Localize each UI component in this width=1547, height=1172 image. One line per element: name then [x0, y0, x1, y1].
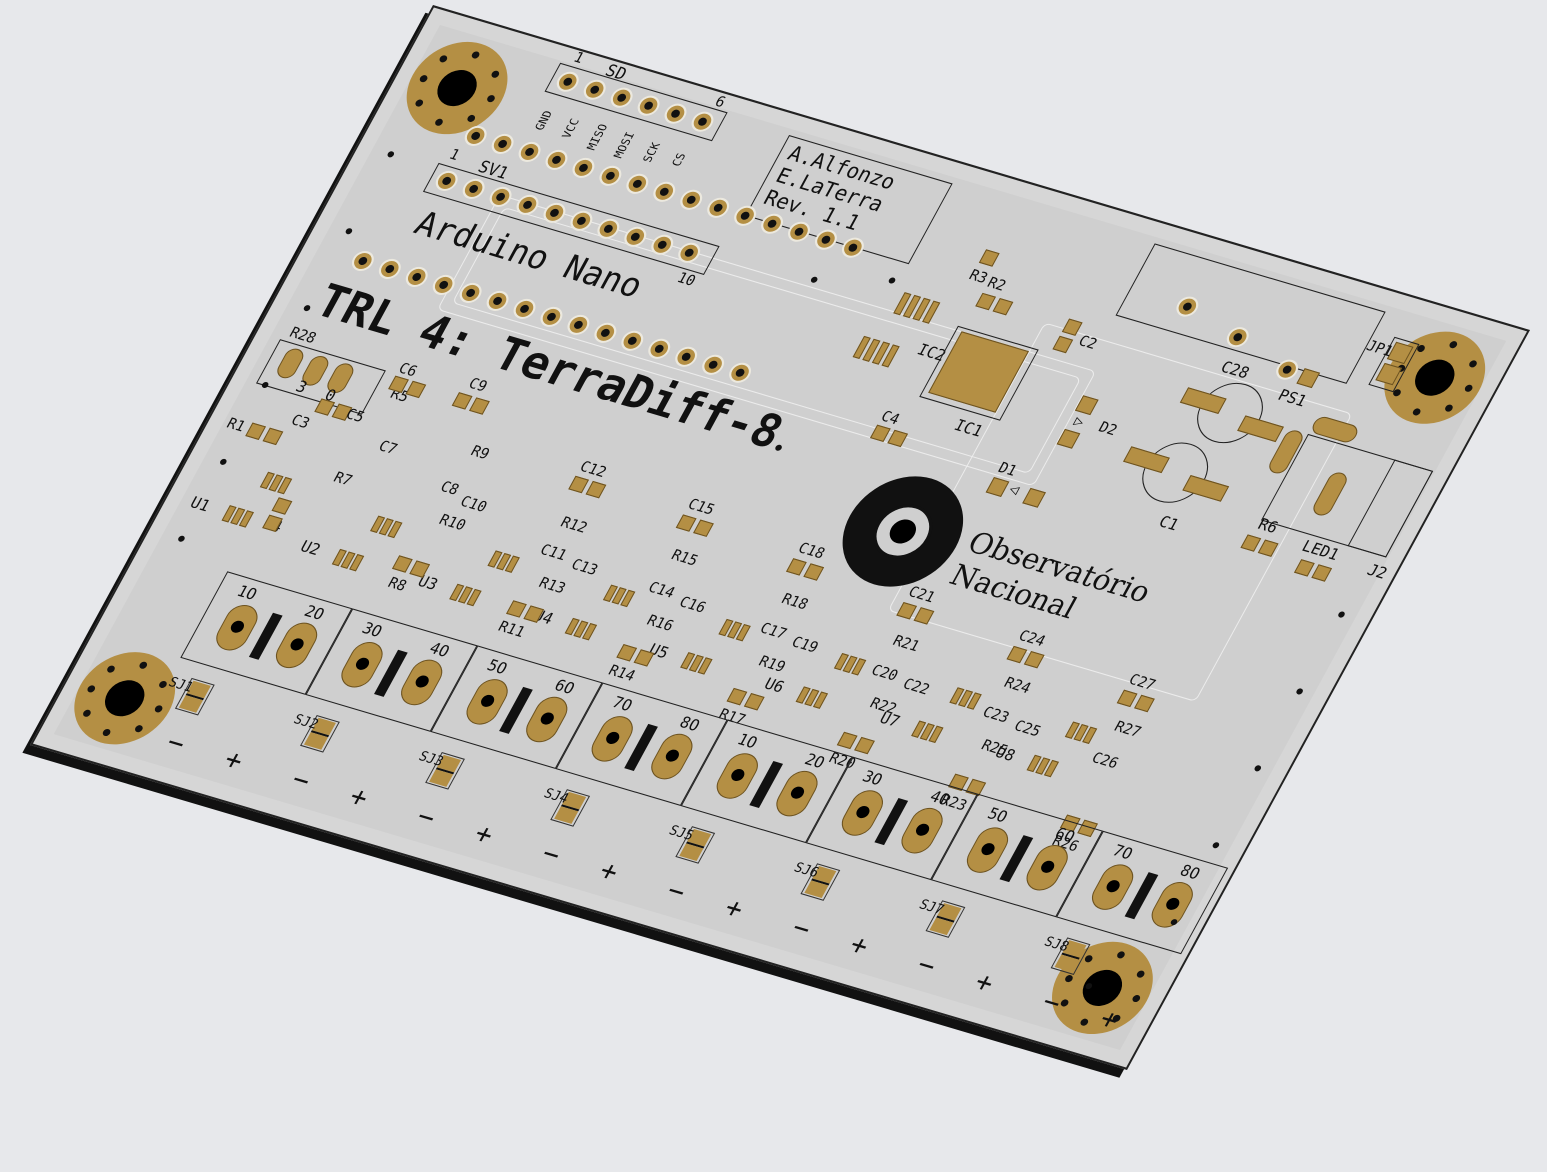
pcb-board: 1 SD 6 GND VCC MISO MOSI SCK CS A.Alfonz… [22, 5, 1531, 1078]
board-surface: 1 SD 6 GND VCC MISO MOSI SCK CS A.Alfonz… [29, 5, 1531, 1070]
sd-pin1-label: 1 [570, 49, 587, 68]
